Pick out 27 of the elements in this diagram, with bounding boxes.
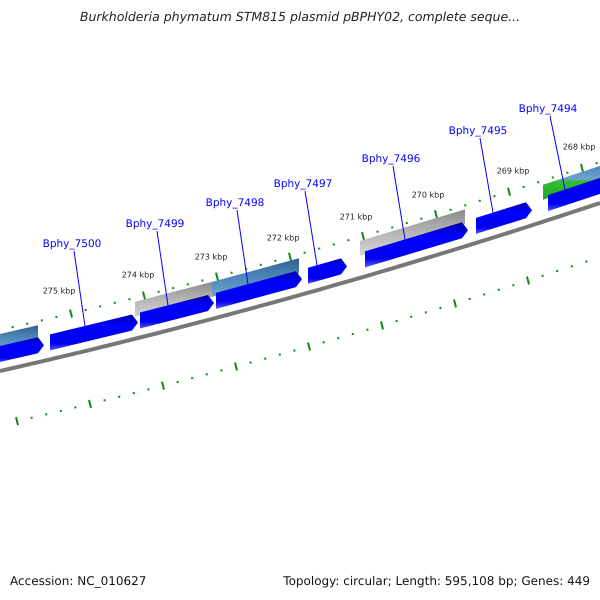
gene-feature (50, 314, 138, 350)
gene-label: Bphy_7499 (126, 217, 184, 231)
gene-feature (0, 337, 44, 364)
leader-line (304, 190, 318, 266)
gene-label: Bphy_7494 (518, 102, 578, 116)
scale-label: 269 kbp (496, 166, 530, 176)
scale-label: 272 kbp (266, 234, 300, 242)
title: Burkholderia phymatum STM815 plasmid pBPHY02, complete seque... (78, 9, 522, 24)
gene-label: Bphy_7500 (42, 237, 102, 251)
leader-line (156, 230, 168, 306)
leader-line (392, 166, 406, 240)
leader-line (236, 210, 248, 285)
leader-line (550, 116, 566, 190)
gene-feature (365, 222, 468, 268)
gene-label: Bphy_7495 (448, 124, 508, 138)
gene-feature (216, 271, 302, 309)
gene-feature (140, 295, 214, 328)
gene-feature (308, 258, 347, 284)
leader-line (74, 250, 86, 327)
sequence-summary: Topology: circular; Length: 595,108 bp; Genes: 449 (283, 574, 590, 588)
leader-line (480, 138, 494, 214)
gene-label: Bphy_7497 (274, 177, 332, 191)
gene-label: Bphy_7498 (206, 196, 264, 210)
scale-label: 270 kbp (412, 190, 444, 200)
gene-label: Bphy_7496 (362, 152, 420, 166)
accession-label: Accession: NC_010627 (10, 574, 146, 588)
gene-feature (476, 202, 532, 234)
